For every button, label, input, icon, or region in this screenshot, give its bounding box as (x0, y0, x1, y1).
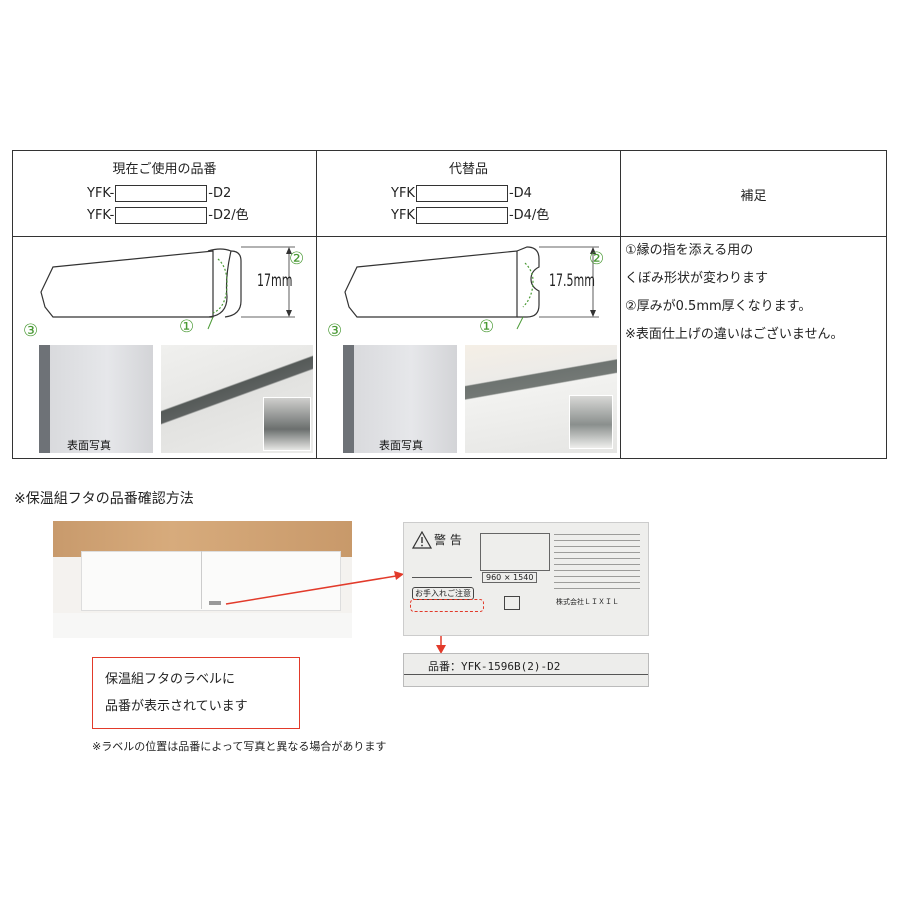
notes-title: 補足 (740, 189, 767, 204)
current-header-cell: 現在ご使用の品番 YFK--D2 YFK--D2/色 (12, 150, 317, 237)
marker-2-current: ② (289, 249, 305, 269)
label-zoom-code: 品番：YFK-1596B(2)-D2 (428, 660, 561, 673)
warning-icon (412, 531, 432, 549)
lid-photo-replacement (465, 345, 617, 453)
note-line: ※表面仕上げの違いはございません。 (625, 327, 844, 342)
replacement-title: 代替品 (448, 162, 488, 177)
code-blank-box (115, 185, 208, 202)
lid-photo-current (161, 345, 313, 453)
current-title: 現在ご使用の品番 (112, 162, 217, 177)
photo-caption-current: 表面写真 (67, 439, 111, 452)
marker-1-current: ① (179, 317, 195, 337)
note-line: ①縁の指を添える用の (625, 243, 754, 258)
footnote: ※ラベルの位置は品番によって写真と異なる場合があります (92, 740, 387, 753)
notes-list: ①縁の指を添える用の くぼみ形状が変わります ②厚みが0.5mm厚くなります。 … (621, 237, 886, 349)
marker-1-replacement: ① (479, 317, 495, 337)
replacement-code-1: YFK-D4 (391, 185, 532, 202)
current-profile-diagram (40, 246, 295, 330)
surface-photo-current (39, 345, 153, 453)
label-zoom-strip: 品番：YFK-1596B(2)-D2 (403, 653, 649, 687)
zoom-inset-current (263, 397, 311, 451)
notes-header-cell: 補足 (620, 150, 887, 237)
callout-line-1: 保温組フタのラベルに (105, 672, 236, 687)
note-line: くぼみ形状が変わります (625, 271, 769, 286)
replacement-code-2: YFK-D4/色 (391, 207, 550, 224)
label-maker-text: 株式会社ＬＩＸＩＬ (556, 598, 619, 606)
label-warning-text: 警 告 (434, 533, 462, 547)
callout-line-2: 品番が表示されています (105, 699, 248, 714)
surface-photo-replacement (343, 345, 457, 453)
label-photo: 警 告 960 × 1540 お手入れご注意 株式会社ＬＩＸＩＬ (403, 522, 649, 636)
bathtub-photo (53, 521, 352, 638)
marker-3-replacement: ③ (327, 321, 343, 341)
marker-2-replacement: ② (589, 249, 605, 269)
section-title: ※保温組フタの品番確認方法 (14, 491, 194, 507)
zoom-inset-replacement (569, 395, 613, 449)
highlight-product-code (410, 599, 484, 612)
current-diagram-cell: ② 17mm ① ③ 表面写真 (12, 236, 317, 459)
code-blank-box (415, 185, 508, 202)
replacement-diagram-cell: ② 17.5mm ① ③ 表面写真 (316, 236, 621, 459)
code-blank-box (115, 207, 208, 224)
current-code-1: YFK--D2 (87, 185, 232, 202)
replacement-header-cell: 代替品 YFK-D4 YFK-D4/色 (316, 150, 621, 237)
notes-cell: ①縁の指を添える用の くぼみ形状が変わります ②厚みが0.5mm厚くなります。 … (620, 236, 887, 459)
label-callout-box: 保温組フタのラベルに 品番が表示されています (92, 657, 300, 729)
marker-3-current: ③ (23, 321, 39, 341)
replacement-profile-diagram (344, 246, 599, 330)
note-line: ②厚みが0.5mm厚くなります。 (625, 299, 812, 314)
photo-caption-replacement: 表面写真 (379, 439, 423, 452)
comparison-table: 現在ご使用の品番 YFK--D2 YFK--D2/色 代替品 YFK-D4 YF… (12, 150, 887, 459)
label-pictogram (412, 551, 472, 578)
code-blank-box (415, 207, 508, 224)
replacement-thickness-label: 17.5mm (549, 271, 595, 291)
label-size-text: 960 × 1540 (482, 572, 538, 583)
maker-logo-icon (504, 596, 520, 610)
current-code-2: YFK--D2/色 (87, 207, 249, 224)
current-thickness-label: 17mm (257, 271, 293, 291)
